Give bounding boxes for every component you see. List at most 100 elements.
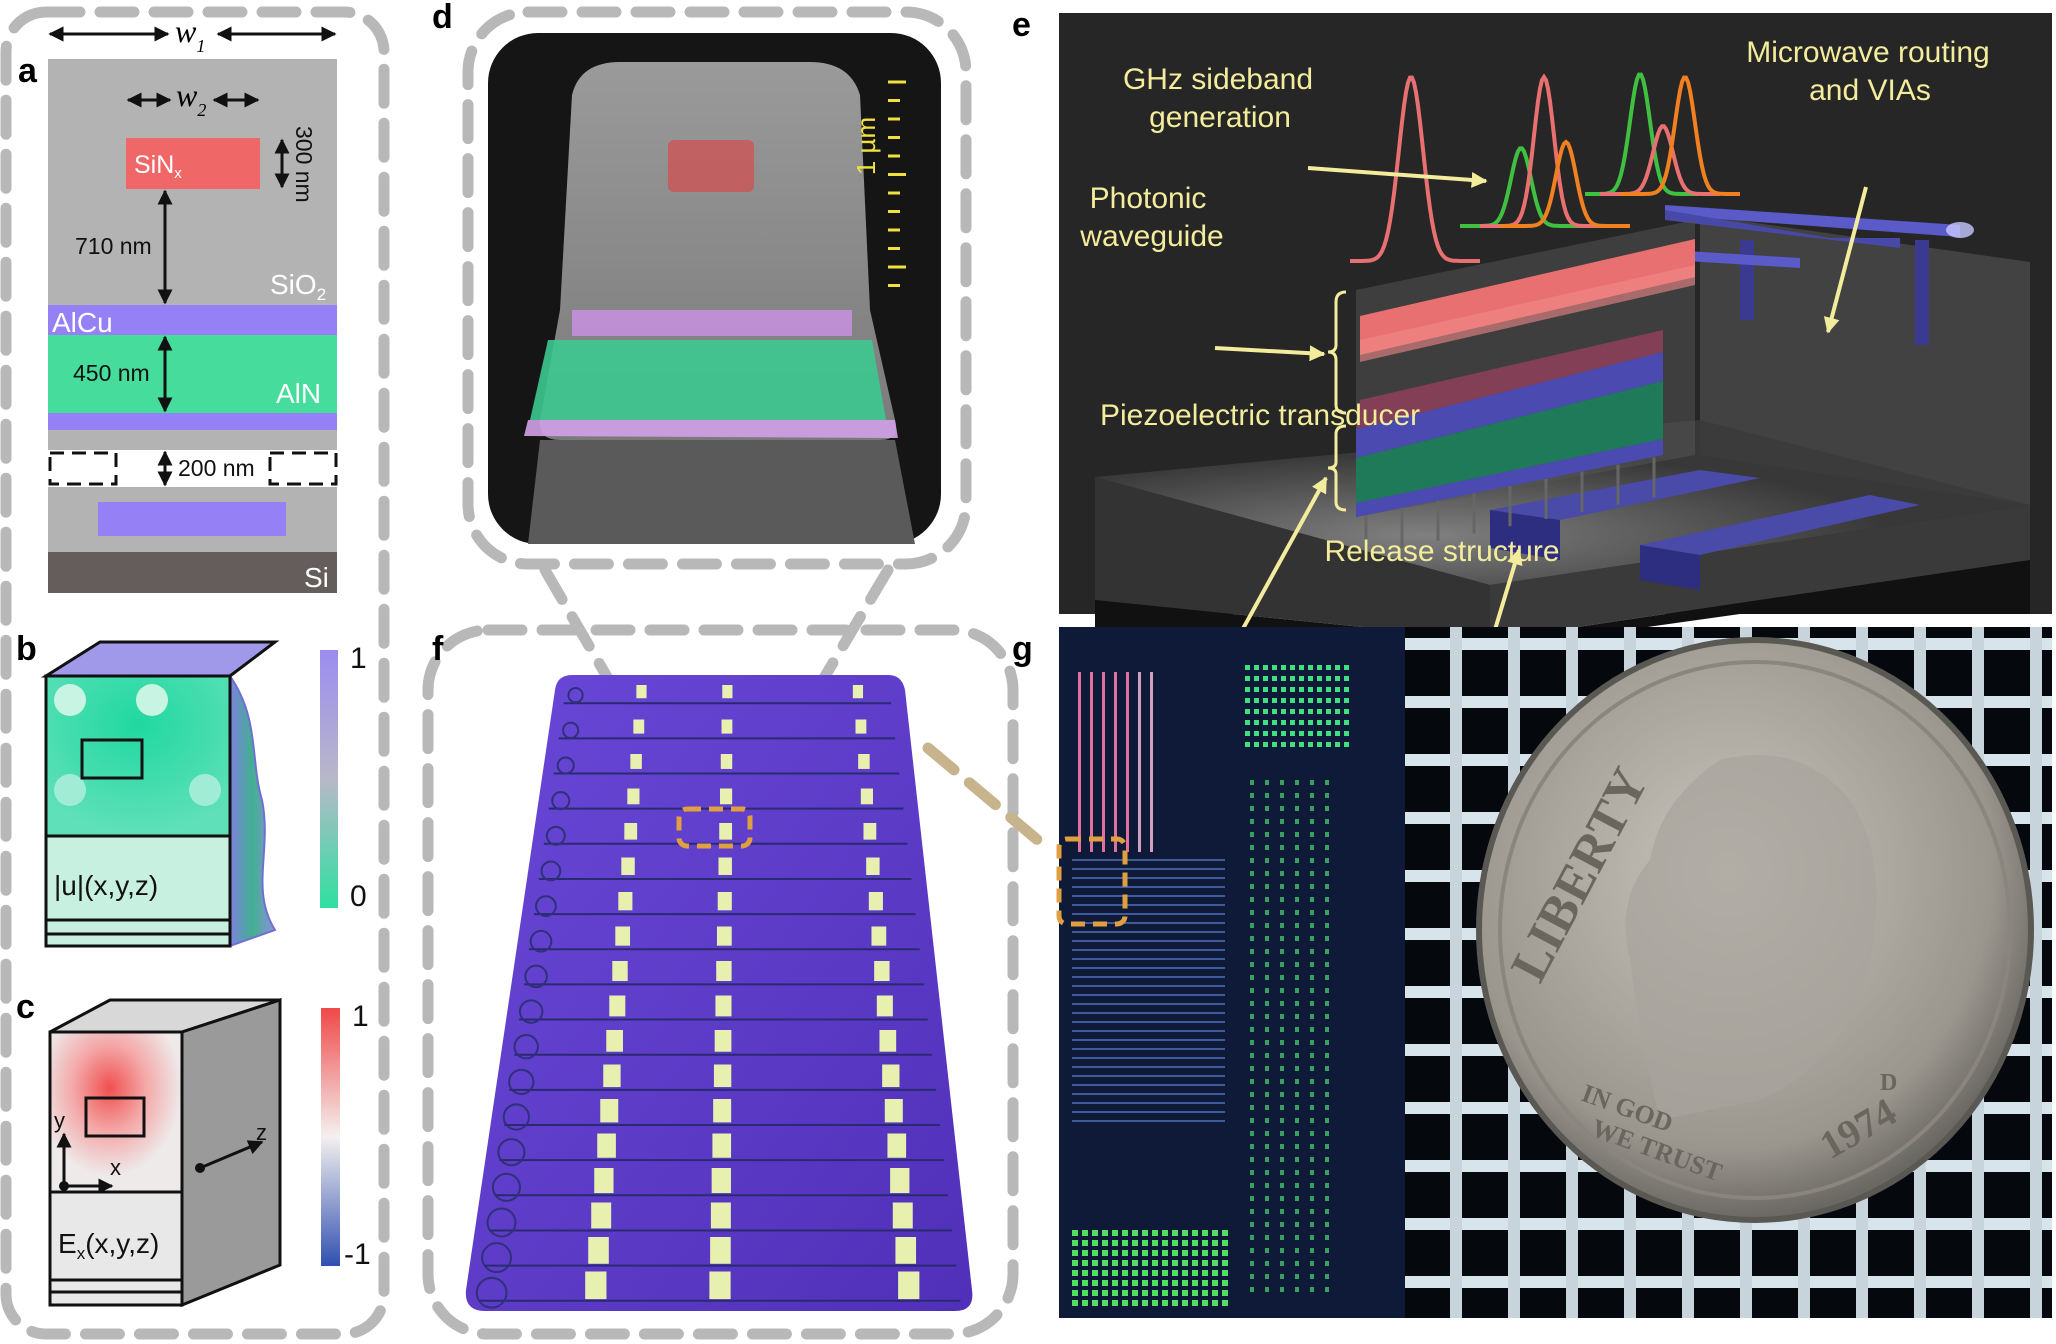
f-electrode-pad	[627, 788, 640, 805]
g-green-pad	[1310, 1170, 1314, 1175]
g-green-pad	[1335, 687, 1340, 692]
g-green-pad	[1212, 1230, 1218, 1236]
g-green-pad	[1265, 1027, 1269, 1032]
panel-label-b: b	[16, 630, 37, 668]
g-green-pad	[1325, 793, 1329, 798]
b-colorbar-max: 1	[350, 642, 367, 675]
g-green-pad	[1250, 1248, 1254, 1253]
g-green-pad	[1295, 858, 1299, 863]
g-green-pad	[1295, 936, 1299, 941]
g-green-pad	[1308, 742, 1313, 747]
g-green-pad	[1325, 806, 1329, 811]
g-green-pad	[1335, 665, 1340, 670]
g-green-pad	[1112, 1270, 1118, 1276]
e-via-1	[1740, 240, 1754, 320]
g-green-pad	[1280, 1274, 1284, 1279]
g-green-pad	[1182, 1290, 1188, 1296]
f-loop	[540, 860, 562, 882]
g-green-pad	[1182, 1300, 1188, 1306]
f-electrode-pad	[716, 961, 732, 982]
g-green-pad	[1212, 1300, 1218, 1306]
b-top-face	[40, 640, 280, 678]
f-electrode-pad	[600, 1099, 619, 1123]
g-green-pad	[1310, 1157, 1314, 1162]
g-green-pad	[1082, 1290, 1088, 1296]
g-green-pad	[1250, 1222, 1254, 1227]
g-green-pad	[1281, 687, 1286, 692]
g-green-pad	[1310, 988, 1314, 993]
f-loop	[486, 1207, 517, 1238]
f-loop	[518, 999, 544, 1024]
release-gap	[48, 450, 337, 487]
g-green-pad	[1265, 949, 1269, 954]
g-green-pad	[1132, 1300, 1138, 1306]
g-green-pad	[1222, 1300, 1228, 1306]
f-loop	[545, 825, 566, 846]
g-green-pad	[1295, 910, 1299, 915]
f-electrode-pad	[719, 823, 733, 840]
g-green-pad	[1310, 1118, 1314, 1123]
g-green-pad	[1295, 962, 1299, 967]
frame-a	[0, 6, 390, 1340]
sem-bottom-electrode-overlay	[524, 420, 898, 438]
g-green-pad	[1281, 676, 1286, 681]
g-green-pad	[1325, 1157, 1329, 1162]
g-green-pad	[1310, 1040, 1314, 1045]
c-front-face	[48, 1030, 184, 1194]
g-green-pad	[1245, 731, 1250, 736]
g-green-pad	[1265, 1287, 1269, 1292]
g-green-pad	[1092, 1250, 1098, 1256]
g-green-pad	[1280, 1027, 1284, 1032]
b-waveguide-outline	[80, 738, 144, 780]
g-green-pad	[1310, 871, 1314, 876]
f-electrode-pad	[855, 719, 867, 734]
g-green-pad	[1250, 949, 1254, 954]
routing-metal	[98, 502, 286, 536]
g-green-pad	[1152, 1260, 1158, 1266]
g-green-pad	[1245, 720, 1250, 725]
g-green-pad	[1280, 1157, 1284, 1162]
sinx-waveguide	[126, 138, 260, 189]
release-void-left	[48, 451, 118, 486]
g-green-pad	[1280, 936, 1284, 941]
g-green-pad	[1344, 665, 1349, 670]
g-green-pad	[1072, 1240, 1078, 1246]
g-green-pad	[1152, 1290, 1158, 1296]
g-green-pad	[1092, 1230, 1098, 1236]
g-green-pad	[1295, 1183, 1299, 1188]
g-green-pad	[1325, 936, 1329, 941]
f-electrode-pad	[871, 926, 887, 946]
g-green-pad	[1310, 962, 1314, 967]
g-green-pad	[1325, 1027, 1329, 1032]
g-green-pad	[1265, 858, 1269, 863]
g-green-pad	[1280, 1196, 1284, 1201]
g-green-pad	[1263, 731, 1268, 736]
g-green-pad	[1295, 1170, 1299, 1175]
e-label-transducer: Piezoelectric transducer	[1100, 399, 1420, 432]
g-green-pad	[1281, 731, 1286, 736]
g-green-pad	[1122, 1260, 1128, 1266]
g-green-pad	[1265, 1209, 1269, 1214]
g-green-pad	[1202, 1300, 1208, 1306]
e-back-wall	[1700, 215, 2030, 505]
si-label: Si	[304, 562, 329, 593]
g-green-pad	[1310, 1027, 1314, 1032]
g-green-pad	[1326, 731, 1331, 736]
g-pink-line	[1078, 672, 1081, 852]
g-green-pad	[1325, 1053, 1329, 1058]
g-green-pad	[1325, 871, 1329, 876]
f-electrode-pad	[621, 857, 635, 875]
f-loop	[491, 1172, 521, 1202]
g-green-pad	[1250, 1183, 1254, 1188]
g-green-pad	[1254, 742, 1259, 747]
g-green-pad	[1308, 731, 1313, 736]
g-green-pad	[1250, 1040, 1254, 1045]
g-green-pad	[1202, 1250, 1208, 1256]
g-green-pad	[1102, 1260, 1108, 1266]
g-green-pad	[1290, 742, 1295, 747]
f-electrode-pad	[721, 719, 733, 734]
sem-substrate	[528, 440, 915, 544]
g-green-pad	[1310, 923, 1314, 928]
g-green-pad	[1202, 1290, 1208, 1296]
f-device-array	[475, 685, 961, 1309]
